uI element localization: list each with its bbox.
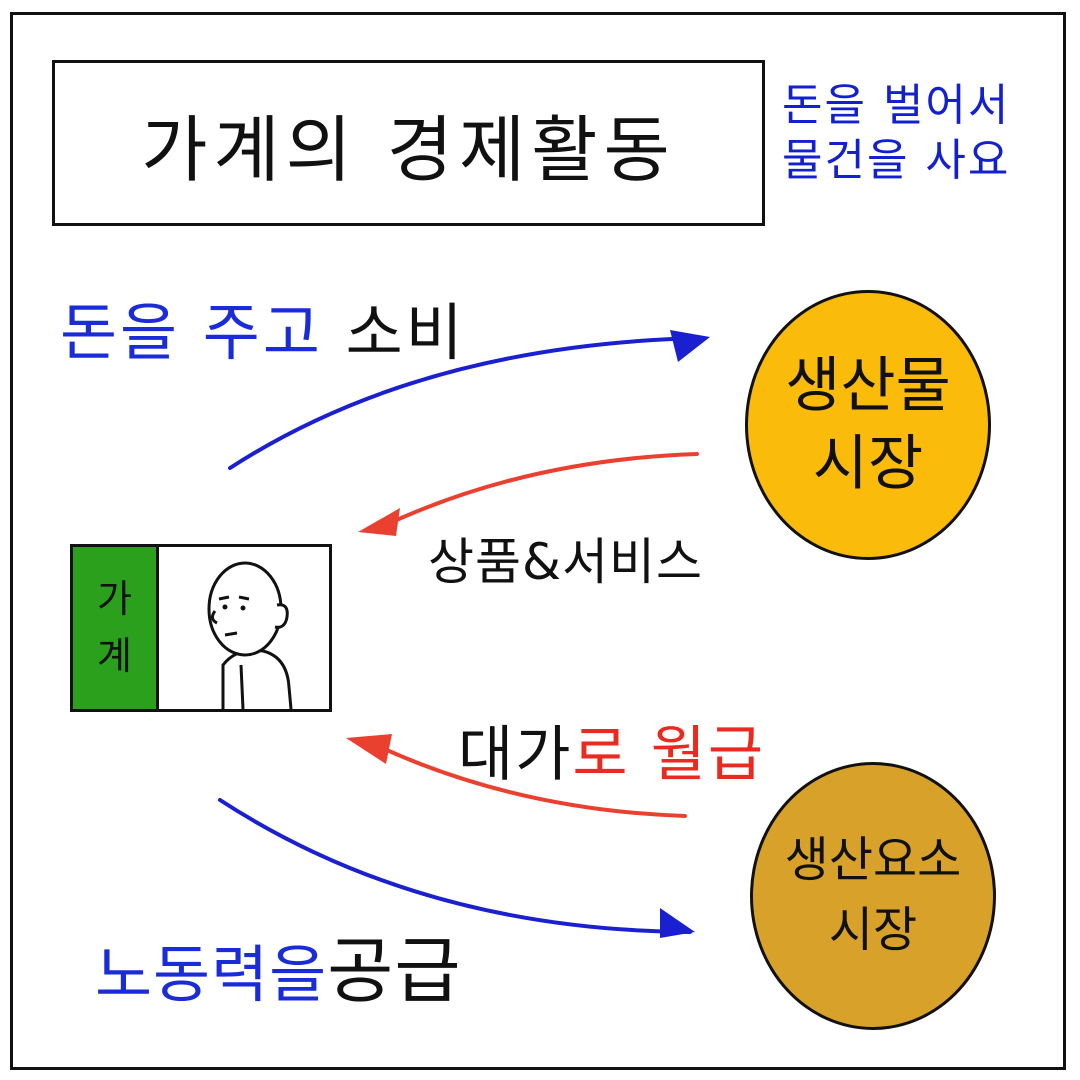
- labor-arrowhead: [660, 908, 695, 938]
- product-market-line1: 생산물: [785, 351, 951, 421]
- consume-arrow: [228, 336, 702, 470]
- side-note: 돈을 벌어서 물건을 사요: [782, 78, 1032, 188]
- side-note-line1: 돈을 벌어서: [782, 80, 1011, 131]
- household-tag: 가 계: [73, 547, 159, 709]
- labor-label-blue: 노동력을: [95, 938, 328, 1011]
- consume-label: 돈을 주고 소비: [60, 282, 466, 372]
- person-icon: [207, 561, 293, 710]
- wage-arrowhead: [346, 734, 392, 764]
- labor-label: 노동력을공급: [95, 912, 462, 1017]
- product-market-line2: 시장: [812, 429, 924, 499]
- labor-label-dark: 공급: [327, 929, 462, 1013]
- side-note-line2: 물건을 사요: [782, 135, 1011, 186]
- consume-arrowhead: [670, 330, 710, 362]
- goods-label: 상품&서비스: [428, 533, 703, 591]
- wage-label: 대가로 월급: [458, 706, 765, 793]
- factor-market-line1: 생산요소: [784, 832, 962, 889]
- household-char2: 계: [97, 634, 132, 678]
- goods-arrowhead: [358, 508, 400, 536]
- wage-label-red: 로 월급: [572, 720, 766, 790]
- person-illustration: [159, 547, 329, 710]
- goods-arrow: [373, 452, 699, 532]
- title-box: 가계의 경제활동: [52, 60, 765, 226]
- factor-market-circle: 생산요소 시장: [750, 762, 996, 1030]
- factor-market-line2: 시장: [828, 902, 918, 958]
- consume-label-blue: 돈을 주고: [60, 296, 323, 369]
- labor-arrow: [218, 798, 692, 934]
- household-char1: 가: [97, 577, 132, 621]
- product-market-circle: 생산물 시장: [745, 290, 991, 560]
- wage-label-dark: 대가: [458, 720, 573, 790]
- page-title: 가계의 경제활동: [141, 107, 676, 192]
- wage-arrow: [363, 738, 687, 818]
- consume-label-dark: 소비: [345, 296, 466, 369]
- household-box: 가 계: [70, 544, 332, 712]
